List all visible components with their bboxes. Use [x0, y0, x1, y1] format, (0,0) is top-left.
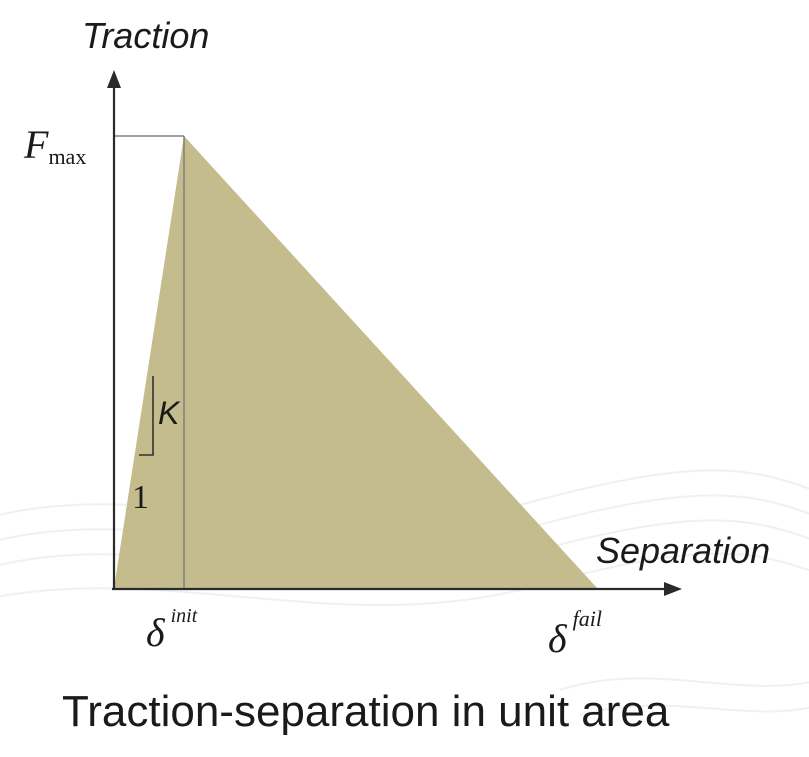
slope-run-label: 1 [132, 479, 149, 516]
peak-traction-subscript: max [48, 144, 86, 169]
slope-marker [139, 376, 154, 456]
delta-fail-superscript: fail [573, 606, 602, 631]
traction-separation-area [114, 136, 597, 588]
peak-traction-label: Fmax [23, 122, 86, 169]
y-axis-label: Traction [82, 15, 209, 56]
x-axis-label: Separation [596, 530, 770, 571]
delta-init-symbol: δ [146, 610, 166, 655]
peak-traction-symbol: F [23, 122, 49, 167]
diagram-caption: Traction-separation in unit area [62, 687, 670, 736]
slope-rise-label: K [158, 395, 181, 431]
delta-init-superscript: init [171, 605, 198, 627]
y-axis-arrowhead [107, 70, 121, 88]
delta-fail-symbol: δ [548, 616, 568, 661]
x-axis-arrowhead [664, 582, 682, 596]
